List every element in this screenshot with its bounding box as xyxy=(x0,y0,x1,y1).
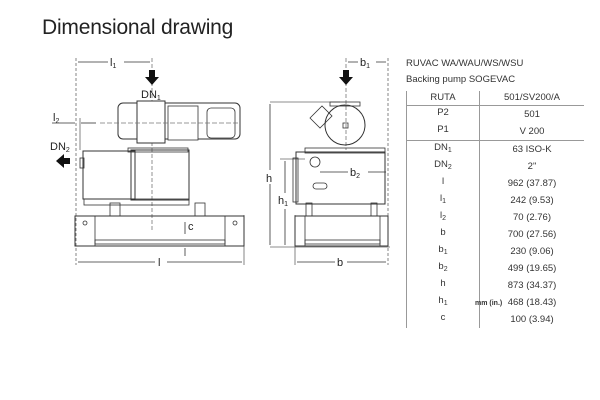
row-key-text: b xyxy=(438,244,444,256)
outlet-arrow-icon xyxy=(56,154,70,168)
row-value: V 200 xyxy=(479,123,584,142)
inlet-arrow-icon xyxy=(145,70,159,85)
row-key-text: h xyxy=(438,295,444,307)
row-key-text: P2 xyxy=(437,107,449,119)
front-view xyxy=(52,58,245,265)
row-key-sub: 2 xyxy=(443,266,448,274)
row-key-sub: 2 xyxy=(442,215,447,223)
row-key-text: l xyxy=(439,193,443,205)
row-key: b1 xyxy=(406,243,480,261)
table-row: l1 242 (9.53) xyxy=(406,192,585,210)
row-key: DN1 xyxy=(406,140,480,159)
table-row: b1 230 (9.06) xyxy=(406,243,585,261)
table-row: DN2 2" xyxy=(406,158,585,176)
row-value: 468 (18.43) xyxy=(507,296,557,308)
table-row: b2 499 (19.65) xyxy=(406,260,585,278)
row-key: P1 xyxy=(406,123,480,142)
table-header-value: 501/SV200/A xyxy=(479,91,584,107)
row-key-sub: 1 xyxy=(443,300,448,308)
label-l2: l2 xyxy=(53,112,59,125)
row-key: c xyxy=(406,311,480,329)
row-value: 63 ISO-K xyxy=(512,143,552,155)
row-key-text: b xyxy=(440,227,446,239)
row-key-text: b xyxy=(438,261,444,273)
inlet-arrow-icon xyxy=(339,70,353,85)
row-key-sub: 2 xyxy=(447,164,452,172)
row-key: l2 xyxy=(406,209,480,227)
row-key-sub: 1 xyxy=(447,147,452,155)
row-value: 242 (9.53) xyxy=(510,194,554,206)
table-row: DN1 63 ISO-K xyxy=(406,140,585,159)
row-value: 70 (2.76) xyxy=(512,211,552,223)
row-key-text: DN xyxy=(434,159,448,171)
row-key-text: h xyxy=(440,278,446,290)
table-header-row: RUTA 501/SV200/A xyxy=(406,91,584,107)
table-row: l 962 (37.87) xyxy=(406,175,585,193)
table-row: P2 501 xyxy=(406,105,585,124)
row-key: b2 xyxy=(406,260,480,278)
row-key-text: l xyxy=(439,210,443,222)
row-key: l1 xyxy=(406,192,480,210)
label-l1: l1 xyxy=(110,57,116,70)
row-key-sub: 1 xyxy=(442,198,447,206)
table-row: P1 V 200 xyxy=(406,123,584,142)
label-dn2: DN2 xyxy=(50,141,70,154)
row-value: 873 (34.37) xyxy=(507,279,557,291)
side-view xyxy=(269,58,390,265)
label-h: h xyxy=(266,173,272,185)
row-value: 230 (9.06) xyxy=(510,245,554,257)
row-value: 100 (3.94) xyxy=(510,313,554,325)
row-value: 499 (19.65) xyxy=(507,262,557,274)
table-row: b 700 (27.56) xyxy=(406,226,585,244)
row-value: 2" xyxy=(527,160,537,172)
label-b1: b1 xyxy=(360,57,370,70)
table-row: h1 468 (18.43) xyxy=(406,294,585,312)
row-value: 700 (27.56) xyxy=(507,228,557,240)
row-key: DN2 xyxy=(406,158,480,176)
backing-pump: Backing pump SOGEVAC xyxy=(406,74,516,85)
table-row: l2 70 (2.76) xyxy=(406,209,585,227)
label-l: l xyxy=(158,257,160,269)
table-header-key: RUTA xyxy=(406,91,480,107)
label-dn1: DN1 xyxy=(141,89,161,102)
row-key-text: DN xyxy=(434,142,448,154)
page-title: Dimensional drawing xyxy=(42,16,234,39)
label-b2: b2 xyxy=(350,167,360,180)
row-value: 501 xyxy=(524,108,540,120)
row-key: b xyxy=(406,226,480,244)
label-c: c xyxy=(188,221,194,233)
table-row: h 873 (34.37) xyxy=(406,277,585,295)
row-key: l xyxy=(406,175,480,193)
row-key-text: P1 xyxy=(437,124,449,136)
row-key-sub: 1 xyxy=(443,249,448,257)
row-key-text: c xyxy=(440,312,446,324)
row-key: P2 xyxy=(406,105,480,124)
row-key: h1 xyxy=(406,294,480,312)
label-b: b xyxy=(337,257,343,269)
row-key: h xyxy=(406,277,480,295)
row-key-text: l xyxy=(441,176,445,188)
row-value: 962 (37.87) xyxy=(507,177,557,189)
unit-note: mm (in.) xyxy=(475,300,503,307)
model-name: RUVAC WA/WAU/WS/WSU xyxy=(406,58,524,69)
label-h1: h1 xyxy=(278,195,288,208)
table-row: c 100 (3.94) xyxy=(406,311,585,329)
